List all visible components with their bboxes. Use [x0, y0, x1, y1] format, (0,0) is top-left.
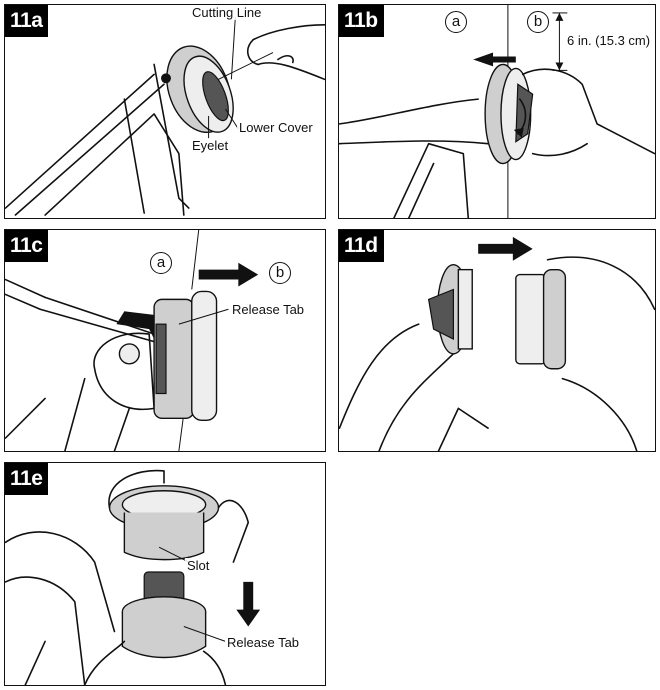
- panel-11c: 11c a b Release Tab: [4, 229, 326, 452]
- panel-label: 11a: [5, 5, 48, 37]
- step-b-marker: b: [527, 11, 549, 33]
- callout-lower-cover: Lower Cover: [237, 120, 315, 135]
- panel-11e: 11e Slot Release Tab: [4, 462, 326, 686]
- panel-label: 11b: [339, 5, 384, 37]
- callout-cutting-line: Cutting Line: [190, 5, 263, 20]
- panel-11a: 11a Cutting Line Lower Cover Eyelet: [4, 4, 326, 219]
- illustration-11d: [339, 230, 655, 451]
- panel-label: 11d: [339, 230, 384, 262]
- callout-release-tab: Release Tab: [230, 302, 306, 317]
- step-b-marker: b: [269, 262, 291, 284]
- step-a-marker: a: [445, 11, 467, 33]
- callout-slot: Slot: [185, 558, 211, 573]
- panel-label: 11c: [5, 230, 48, 262]
- panel-label: 11e: [5, 463, 48, 495]
- dimension-label: 6 in. (15.3 cm): [565, 33, 652, 48]
- step-a-marker: a: [150, 252, 172, 274]
- callout-release-tab: Release Tab: [225, 635, 301, 650]
- illustration-11a: [5, 5, 325, 218]
- illustration-11e: [5, 463, 325, 685]
- panel-11d: 11d: [338, 229, 656, 452]
- callout-eyelet: Eyelet: [190, 138, 230, 153]
- panel-11b: 11b a b 6 in. (15.3 cm): [338, 4, 656, 219]
